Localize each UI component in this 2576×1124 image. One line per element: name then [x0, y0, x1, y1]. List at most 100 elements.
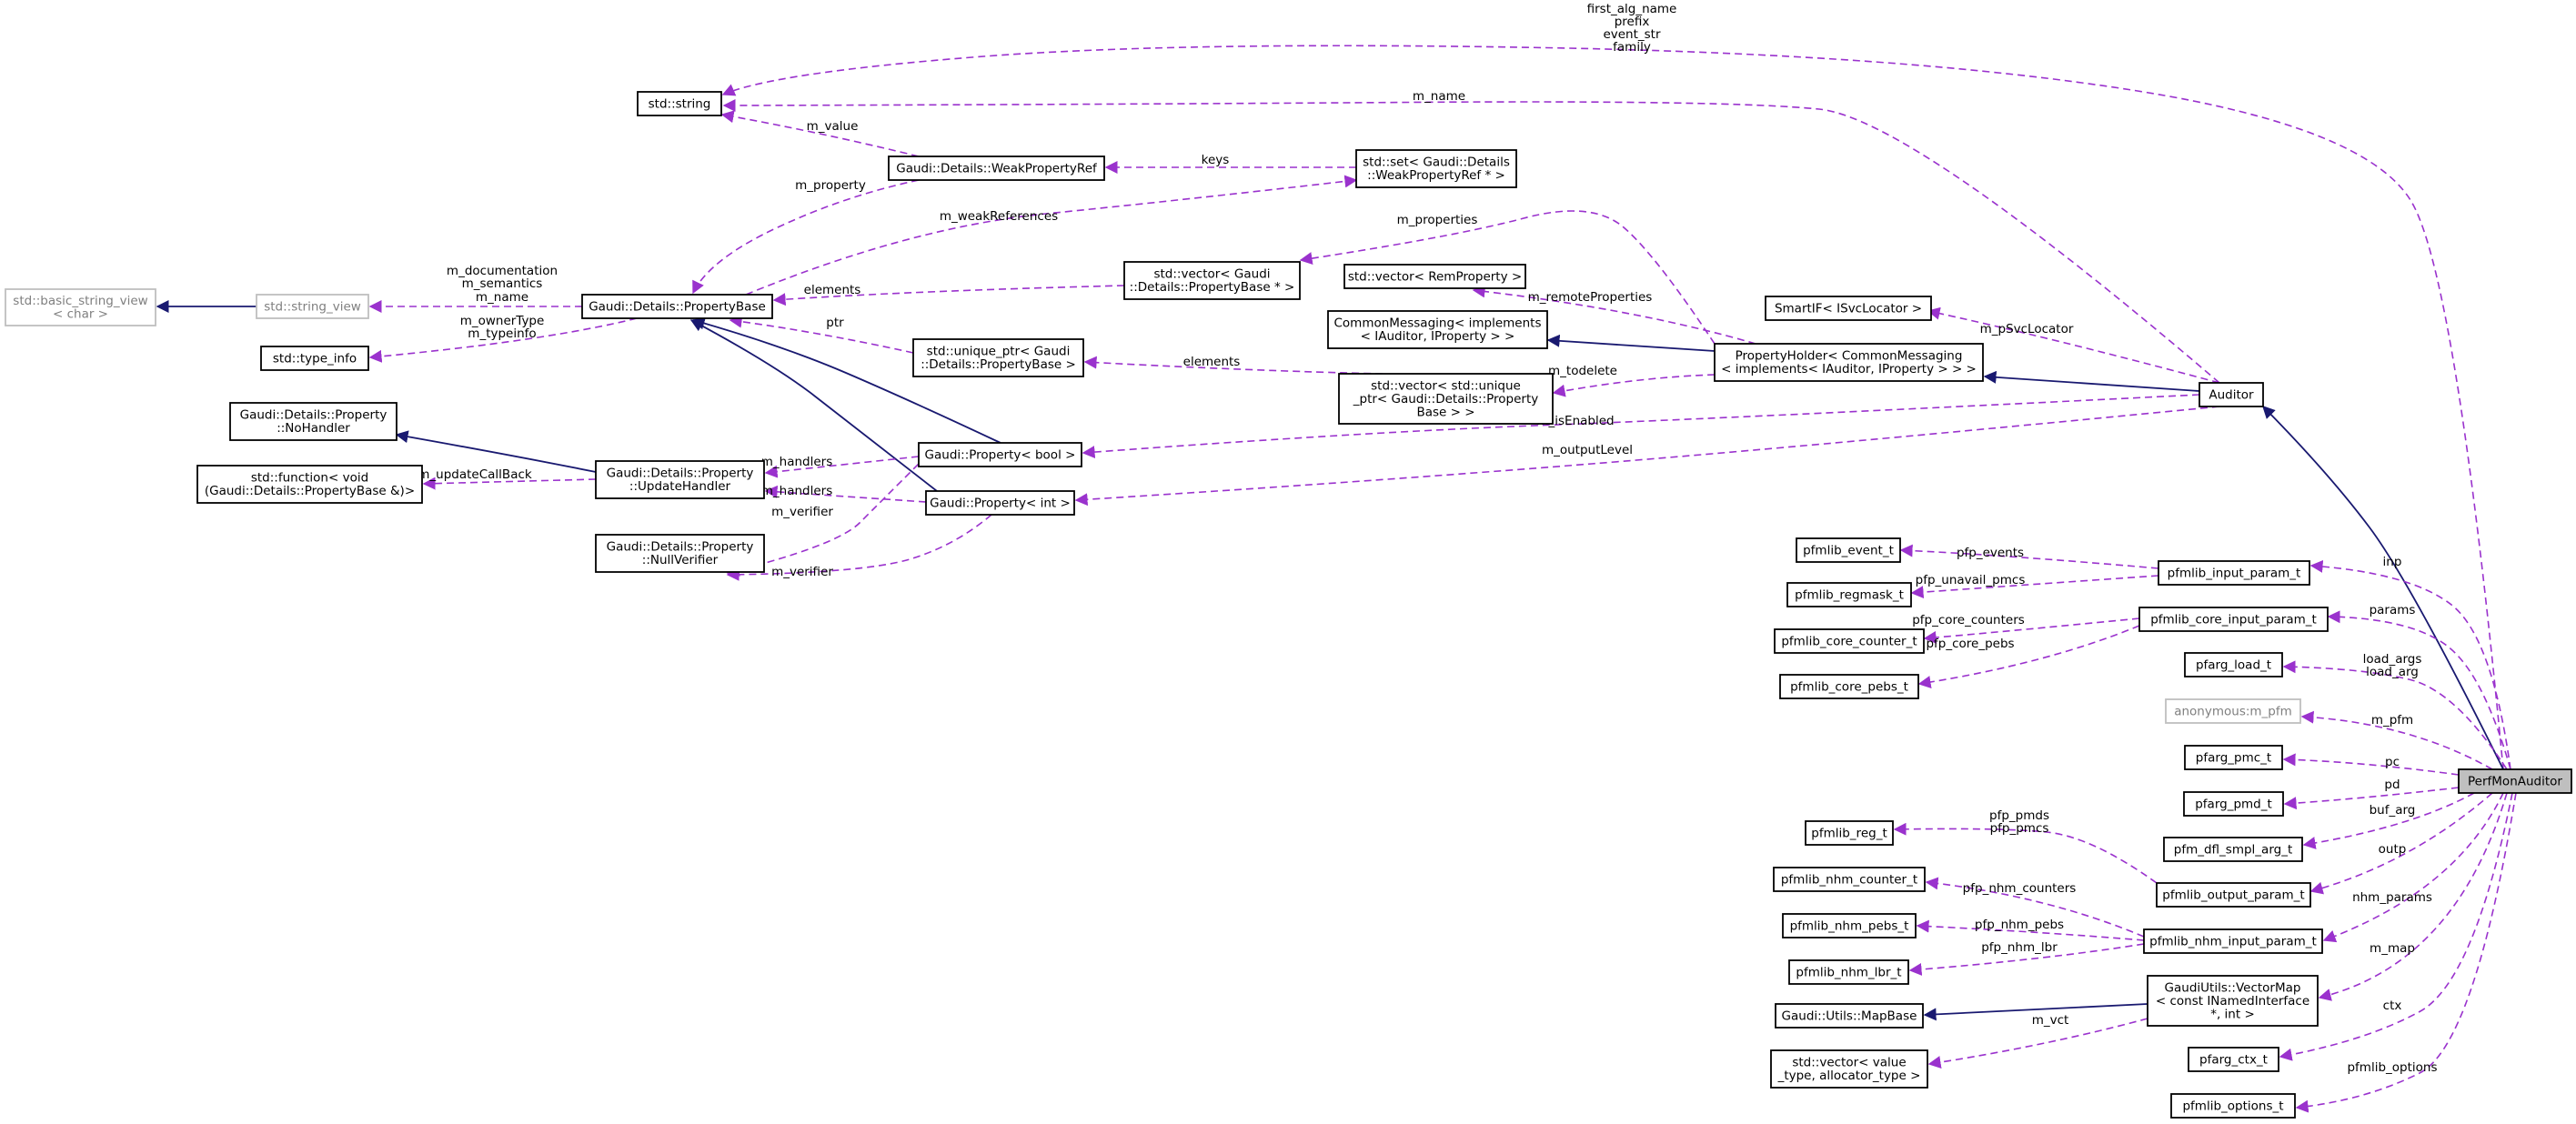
node-box[interactable] [2147, 975, 2319, 1027]
node-anon[interactable]: anonymous:m_pfm [2165, 698, 2301, 724]
node-box[interactable] [1773, 867, 1926, 892]
node-vecrp[interactable]: std::vector< RemProperty > [1343, 264, 1526, 289]
edge-label: m_pfm [2371, 713, 2413, 728]
node-pcp[interactable]: pfmlib_core_pebs_t [1779, 674, 1919, 699]
node-bsv[interactable]: std::basic_string_view< char > [5, 288, 156, 326]
node-box[interactable] [1788, 959, 1909, 985]
node-box[interactable] [2184, 745, 2283, 770]
node-aud[interactable]: Auditor [2199, 382, 2264, 407]
node-box[interactable] [2458, 768, 2572, 794]
edge-label: m_value [807, 119, 859, 134]
node-box[interactable] [1786, 582, 1912, 607]
node-box[interactable] [925, 490, 1075, 516]
node-box[interactable] [229, 402, 397, 441]
node-box[interactable] [2163, 837, 2303, 862]
node-box[interactable] [1779, 674, 1919, 699]
node-box[interactable] [595, 534, 765, 573]
node-box[interactable] [1775, 1003, 1924, 1029]
node-box[interactable] [5, 288, 156, 326]
node-box[interactable] [1355, 149, 1517, 188]
node-mapb[interactable]: Gaudi::Utils::MapBase [1775, 1003, 1924, 1029]
node-label: pfmlib_regmask_t [1795, 587, 1904, 602]
node-preg[interactable]: pfmlib_reg_t [1805, 820, 1894, 846]
node-pma[interactable]: PerfMonAuditor [2458, 768, 2572, 794]
node-ppmc[interactable]: pfarg_pmc_t [2184, 745, 2283, 770]
edge-wpr-pb: m_property [692, 178, 920, 295]
node-sif[interactable]: SmartIF< ISvcLocator > [1765, 296, 1932, 321]
node-vecvt[interactable]: std::vector< value_type, allocator_type … [1770, 1049, 1928, 1089]
node-box[interactable] [1770, 1049, 1928, 1089]
node-box[interactable] [1714, 343, 1984, 382]
node-pcip[interactable]: pfmlib_core_input_param_t [2138, 607, 2329, 632]
node-box[interactable] [888, 156, 1105, 181]
node-box[interactable] [581, 294, 773, 319]
node-cm[interactable]: CommonMessaging< implements< IAuditor, I… [1327, 310, 1548, 349]
node-box[interactable] [595, 460, 765, 499]
edge-line [368, 317, 638, 363]
node-fn[interactable]: std::function< void(Gaudi::Details::Prop… [196, 465, 423, 504]
node-box[interactable] [1765, 296, 1932, 321]
node-pint[interactable]: Gaudi::Property< int > [925, 490, 1075, 516]
node-pnl[interactable]: pfmlib_nhm_lbr_t [1788, 959, 1909, 985]
node-ppmd[interactable]: pfarg_pmd_t [2183, 791, 2284, 817]
node-vecpb[interactable]: std::vector< Gaudi::Details::PropertyBas… [1123, 261, 1301, 300]
node-pip[interactable]: pfmlib_input_param_t [2158, 560, 2310, 586]
node-box[interactable] [918, 442, 1082, 467]
node-box[interactable] [1796, 537, 1901, 563]
node-pb[interactable]: Gaudi::Details::PropertyBase [581, 294, 773, 319]
node-str[interactable]: std::string [637, 91, 722, 116]
node-box[interactable] [1774, 628, 1925, 654]
node-box[interactable] [2143, 928, 2323, 954]
node-box[interactable] [260, 346, 369, 371]
node-box[interactable] [1805, 820, 1894, 846]
node-box[interactable] [2199, 382, 2264, 407]
node-sv[interactable]: std::string_view [256, 294, 369, 319]
node-pnip[interactable]: pfmlib_nhm_input_param_t [2143, 928, 2323, 954]
node-label: std::unique_ptr< Gaudi [927, 345, 1071, 359]
node-dfl[interactable]: pfm_dfl_smpl_arg_t [2163, 837, 2303, 862]
node-ph[interactable]: PropertyHolder< CommonMessaging< impleme… [1714, 343, 1984, 382]
node-pop[interactable]: pfmlib_output_param_t [2156, 882, 2311, 908]
node-wpr[interactable]: Gaudi::Details::WeakPropertyRef [888, 156, 1105, 181]
node-box[interactable] [1327, 310, 1548, 349]
node-box[interactable] [1338, 373, 1554, 425]
node-label: PropertyHolder< CommonMessaging [1736, 349, 1963, 364]
node-prm[interactable]: pfmlib_regmask_t [1786, 582, 1912, 607]
node-box[interactable] [2188, 1047, 2279, 1072]
edge-pint-uph: m_handlers [761, 484, 927, 503]
node-popt[interactable]: pfmlib_options_t [2170, 1093, 2296, 1119]
node-uptr[interactable]: std::unique_ptr< Gaudi::Details::Propert… [912, 338, 1084, 377]
node-pev[interactable]: pfmlib_event_t [1796, 537, 1901, 563]
node-box[interactable] [2183, 791, 2284, 817]
node-box[interactable] [256, 294, 369, 319]
edge-label: m_verifier [771, 565, 833, 579]
node-noh[interactable]: Gaudi::Details::Property::NoHandler [229, 402, 397, 441]
node-box[interactable] [2184, 652, 2283, 677]
node-box[interactable] [912, 338, 1084, 377]
node-box[interactable] [637, 91, 722, 116]
node-uph[interactable]: Gaudi::Details::Property::UpdateHandler [595, 460, 765, 499]
node-pload[interactable]: pfarg_load_t [2184, 652, 2283, 677]
node-pnc[interactable]: pfmlib_nhm_counter_t [1773, 867, 1926, 892]
node-pctx[interactable]: pfarg_ctx_t [2188, 1047, 2279, 1072]
node-box[interactable] [2165, 698, 2301, 724]
node-label: pfmlib_nhm_lbr_t [1796, 965, 1901, 979]
node-nv[interactable]: Gaudi::Details::Property::NullVerifier [595, 534, 765, 573]
node-vecup[interactable]: std::vector< std::unique_ptr< Gaudi::Det… [1338, 373, 1554, 425]
node-box[interactable] [1343, 264, 1526, 289]
node-box[interactable] [2156, 882, 2311, 908]
node-pbool[interactable]: Gaudi::Property< bool > [918, 442, 1082, 467]
node-box[interactable] [2170, 1093, 2296, 1119]
node-vmap[interactable]: GaudiUtils::VectorMap< const INamedInter… [2147, 975, 2319, 1027]
edge-line [1927, 306, 2220, 384]
node-pcc[interactable]: pfmlib_core_counter_t [1774, 628, 1925, 654]
node-box[interactable] [2158, 560, 2310, 586]
node-box[interactable] [1123, 261, 1301, 300]
node-box[interactable] [196, 465, 423, 504]
node-ti[interactable]: std::type_info [260, 346, 369, 371]
node-box[interactable] [1782, 913, 1917, 938]
node-set[interactable]: std::set< Gaudi::Details::WeakPropertyRe… [1355, 149, 1517, 188]
node-pnp[interactable]: pfmlib_nhm_pebs_t [1782, 913, 1917, 938]
node-box[interactable] [2138, 607, 2329, 632]
